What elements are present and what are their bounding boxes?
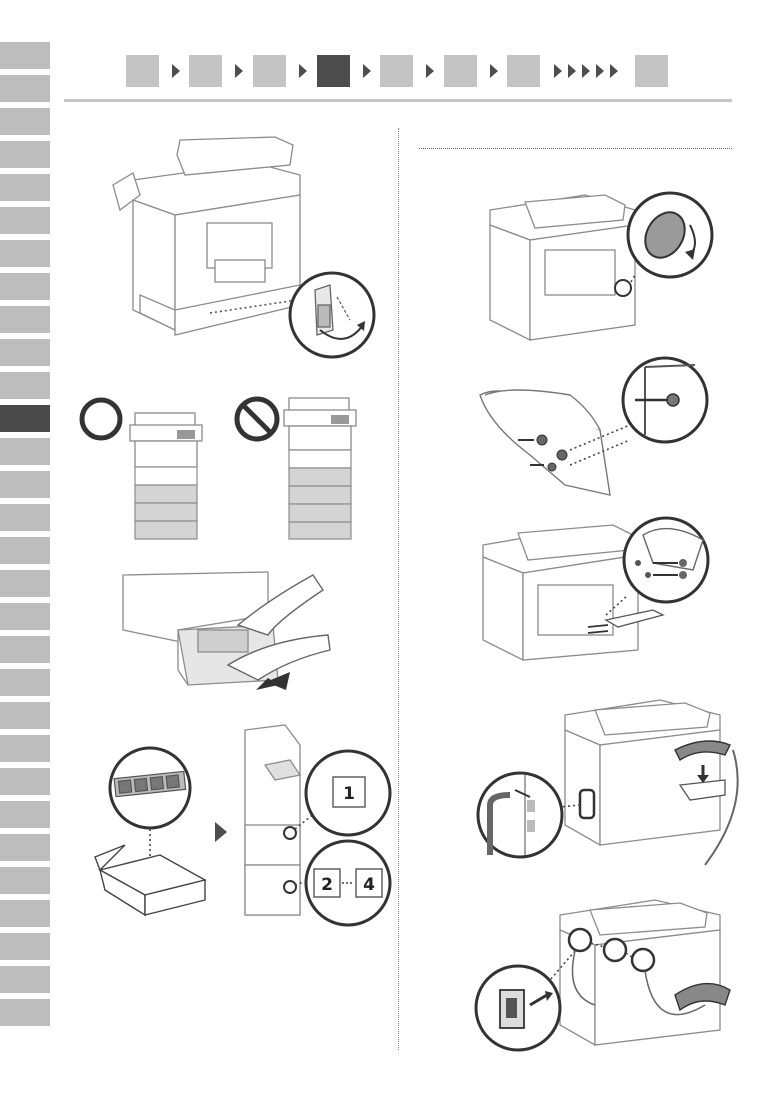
side-tab[interactable] [0, 273, 50, 300]
step-box-3[interactable] [253, 55, 286, 87]
step-box-2[interactable] [189, 55, 222, 87]
step-arrow-icon [582, 64, 590, 78]
side-tab[interactable] [0, 207, 50, 234]
step-arrow-icon [299, 64, 307, 78]
column-divider [398, 128, 399, 1050]
side-tab[interactable] [0, 834, 50, 861]
step-arrow-icon [596, 64, 604, 78]
side-tab[interactable] [0, 636, 50, 663]
step-box-7[interactable] [507, 55, 540, 87]
side-tab[interactable] [0, 42, 50, 69]
printer-rear-lock-illustration [105, 135, 385, 360]
step-arrow-icon [554, 64, 562, 78]
side-tab[interactable] [0, 438, 50, 465]
side-tab[interactable] [0, 867, 50, 894]
side-tab[interactable] [0, 306, 50, 333]
step-box-5[interactable] [380, 55, 413, 87]
side-tab[interactable] [0, 174, 50, 201]
step-arrow-icon [426, 64, 434, 78]
step-box-1[interactable] [126, 55, 159, 87]
prohibited-stack-illustration [234, 395, 384, 545]
label-number-2: 2 [321, 875, 333, 895]
step-arrow-icon [610, 64, 618, 78]
side-tab[interactable] [0, 966, 50, 993]
insert-drawer-illustration [118, 570, 338, 695]
step-arrow-icon [235, 64, 243, 78]
side-tab[interactable] [0, 669, 50, 696]
label-number-4: 4 [363, 875, 375, 895]
label-number-1: 1 [343, 784, 355, 804]
step-arrow-icon [568, 64, 576, 78]
side-tab[interactable] [0, 801, 50, 828]
side-tab[interactable] [0, 570, 50, 597]
side-tab[interactable] [0, 603, 50, 630]
section-dotted-rule [419, 148, 732, 149]
side-tab[interactable] [0, 75, 50, 102]
side-tab[interactable] [0, 537, 50, 564]
ok-circle-icon [82, 400, 120, 438]
cradle-screws-illustration [470, 355, 715, 500]
side-tab[interactable] [0, 471, 50, 498]
step-arrow-icon [363, 64, 371, 78]
side-tab[interactable] [0, 768, 50, 795]
label-sheet-box-illustration [95, 745, 215, 920]
phone-line-illustration [475, 695, 750, 875]
side-tab[interactable] [0, 339, 50, 366]
side-tab[interactable] [0, 372, 50, 399]
side-tab-strip [0, 42, 50, 1032]
handset-connect-illustration [475, 895, 750, 1050]
side-tab[interactable] [0, 504, 50, 531]
drawer-labels-illustration: 1 2 4 [245, 725, 395, 925]
step-box-6[interactable] [444, 55, 477, 87]
attach-cradle-illustration [478, 515, 713, 665]
side-tab[interactable] [0, 900, 50, 927]
side-tab[interactable] [0, 108, 50, 135]
remove-cap-illustration [485, 190, 715, 350]
step-box-4-active[interactable] [317, 55, 350, 87]
side-tab-active[interactable] [0, 405, 50, 432]
next-arrow-icon [215, 822, 227, 842]
side-tab[interactable] [0, 735, 50, 762]
side-tab[interactable] [0, 999, 50, 1026]
step-arrow-icon [490, 64, 498, 78]
allowed-stack-illustration [80, 395, 230, 545]
side-tab[interactable] [0, 933, 50, 960]
side-tab[interactable] [0, 702, 50, 729]
side-tab[interactable] [0, 240, 50, 267]
header-rule [64, 99, 732, 102]
side-tab[interactable] [0, 141, 50, 168]
step-box-8[interactable] [635, 55, 668, 87]
step-arrow-icon [172, 64, 180, 78]
